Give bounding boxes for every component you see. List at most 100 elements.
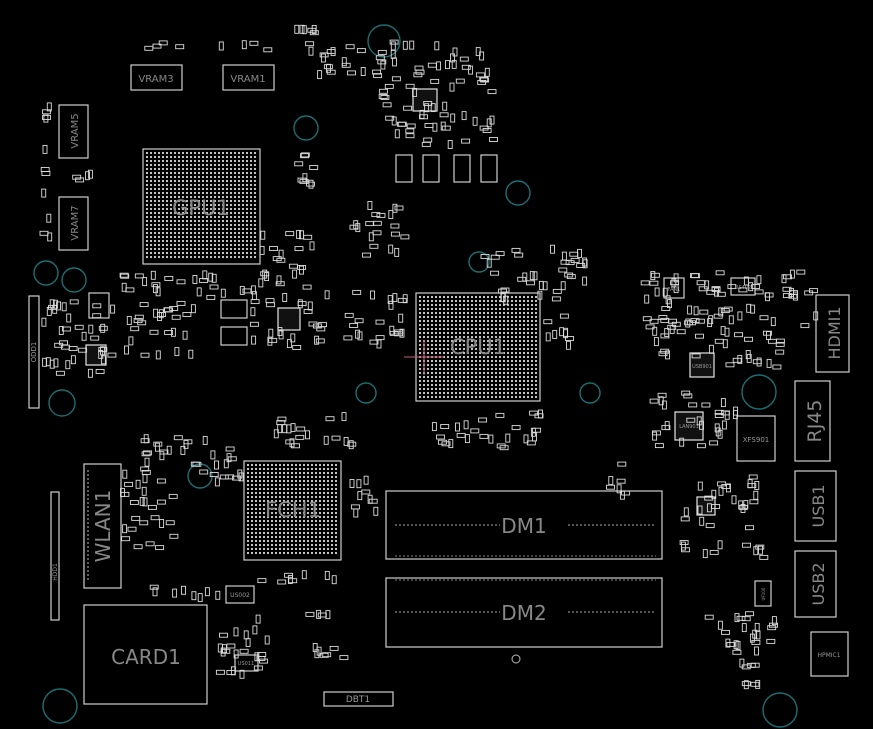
passive-component [391,76,401,82]
passive-component [745,611,755,617]
bga-pad [217,255,221,259]
passive-component [432,122,438,132]
bga-pad [250,479,254,483]
bga-pad [165,227,169,231]
bga-pad [330,475,334,479]
bga-pad [482,331,486,335]
passive-component [368,498,378,504]
bga-pad [446,359,450,363]
bga-pad [213,179,217,183]
bga-pad [290,511,294,515]
bga-pad [486,339,490,343]
bga-pad [189,183,193,187]
bga-pad [514,295,518,299]
bga-pad [438,395,442,399]
bga-pad [302,515,306,519]
bga-pad [157,187,161,191]
bga-pad [225,203,229,207]
bga-pad [161,239,165,243]
bga-pad [518,375,522,379]
mosfet [453,154,471,183]
bga-pad [205,155,209,159]
bga-pad [334,543,338,547]
bga-pad [209,207,213,211]
bga-pad [298,539,302,543]
bga-pad [245,163,249,167]
bga-pad [322,483,326,487]
bga-pad [229,235,233,239]
passive-component [696,280,706,286]
passive-component [767,625,777,631]
bga-pad [181,207,185,211]
passive-component [720,398,726,408]
bga-pad [330,551,334,555]
bga-pad [330,547,334,551]
bga-pad [534,395,538,399]
passive-component [387,295,393,305]
bga-pad [145,215,149,219]
passive-component [98,325,108,331]
passive-component [209,472,219,477]
bga-pad [330,479,334,483]
bga-pad [298,503,302,507]
bga-pad [474,303,478,307]
bga-pad [245,171,249,175]
bga-pad [438,347,442,351]
bga-pad [310,483,314,487]
passive-component [153,441,163,447]
passive-component [150,270,156,280]
bga-pad [530,379,534,383]
bga-pad [274,479,278,483]
passive-component [743,276,749,286]
bga-pad [262,507,266,511]
bga-pad [189,215,193,219]
bga-pad [209,163,213,167]
bga-pad [237,235,241,239]
bga-pad [149,219,153,223]
passive-component [405,133,415,139]
bga-pad [282,531,286,535]
passive-component [323,435,329,445]
passive-component [511,247,521,253]
bga-pad [426,371,430,375]
passive-component [70,355,76,365]
bga-pad [193,211,197,215]
bga-pad [294,491,298,495]
bga-pad [274,515,278,519]
bga-pad [486,379,490,383]
bga-pad [446,311,450,315]
passive-component [737,354,743,364]
bga-pad [530,295,534,299]
bga-pad [237,231,241,235]
bga-pad [157,167,161,171]
passive-component [47,232,53,242]
bga-pad [514,307,518,311]
bga-pad [246,495,250,499]
fch-label: FCH1 [265,498,321,522]
passive-component [149,329,159,335]
bga-pad [470,335,474,339]
bga-pad [165,203,169,207]
bga-pad [478,295,482,299]
bga-pad [298,507,302,511]
bga-pad [205,191,209,195]
bga-pad [530,331,534,335]
bga-pad [466,331,470,335]
bga-pad [221,199,225,203]
bga-pad [522,363,526,367]
bga-pad [266,519,270,523]
passive-component [782,286,792,292]
passive-component [403,105,413,111]
bga-pad [241,239,245,243]
bga-pad [294,483,298,487]
bga-pad [282,503,286,507]
bga-pad [526,307,530,311]
bga-pad [254,471,258,475]
bga-pad [233,207,237,211]
bga-pad [474,363,478,367]
passive-component [456,432,466,438]
bga-pad [474,311,478,315]
passive-component [538,409,543,419]
bga-pad [197,187,201,191]
bga-pad [278,551,282,555]
